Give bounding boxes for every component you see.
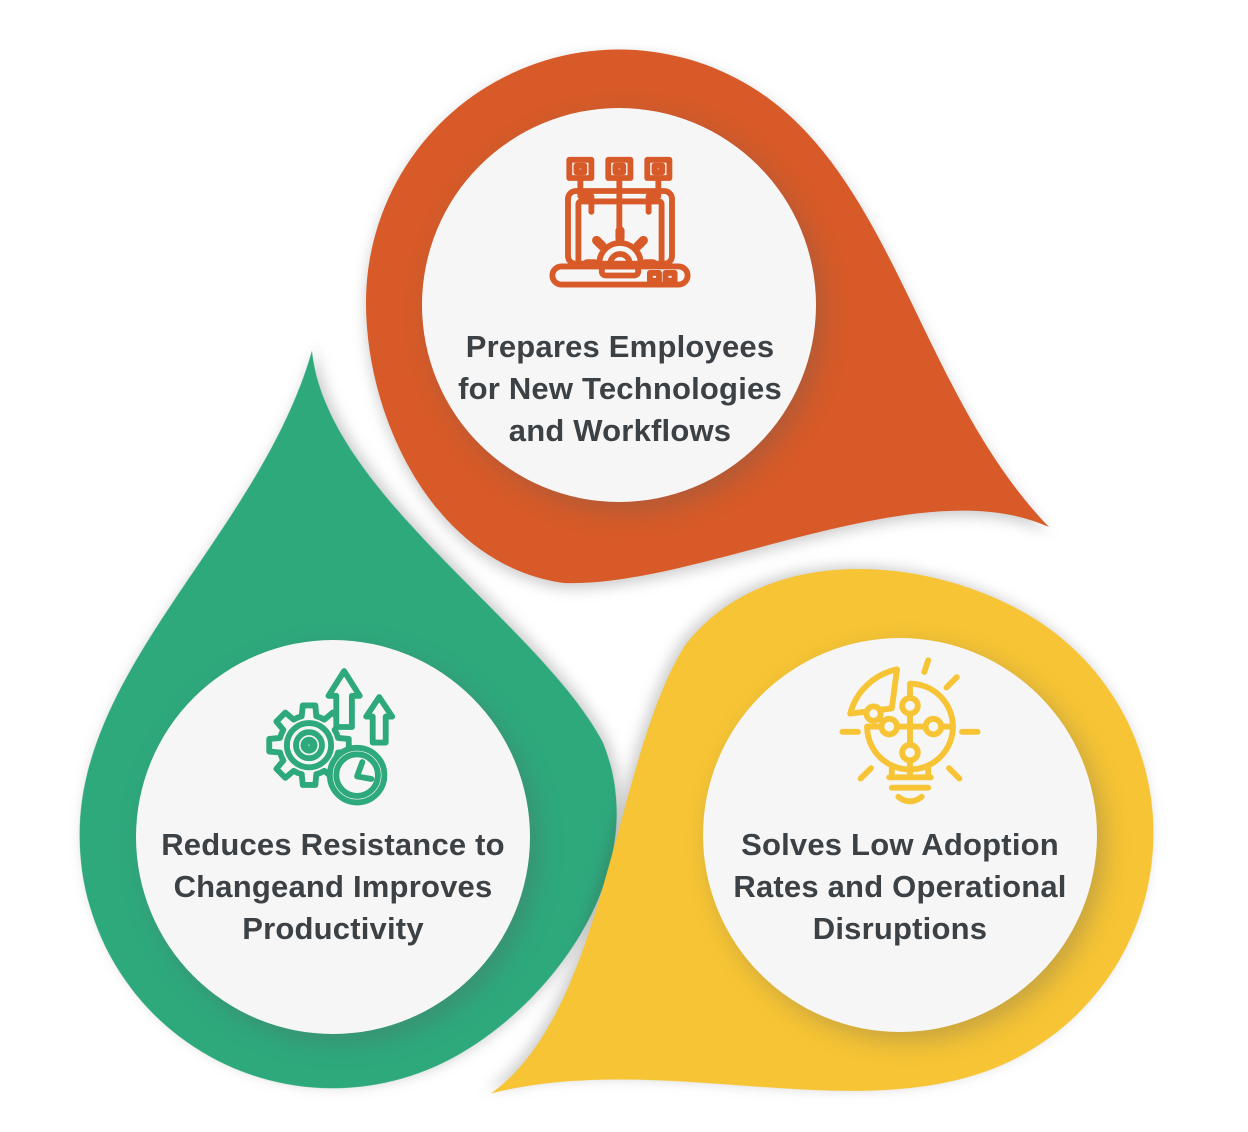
prepares-label: Prepares Employees for New Technologies … <box>388 326 852 452</box>
label-line: Solves Low Adoption <box>741 827 1059 862</box>
gear-arrows-clock-icon <box>266 668 396 806</box>
label-line: Changeand Improves <box>173 869 493 904</box>
label-line: Prepares Employees <box>465 329 775 364</box>
label-line: for New Technologies <box>458 371 782 406</box>
label-line: Reduces Resistance to <box>161 827 505 862</box>
puzzle-lightbulb-icon <box>839 657 981 805</box>
label-line: Productivity <box>242 911 424 946</box>
card-circle-right <box>703 638 1097 1032</box>
label-line: Rates and Operational <box>733 869 1067 904</box>
reduces-label: Reduces Resistance to Changeand Improves… <box>101 824 565 950</box>
card-circle-left <box>136 640 530 1034</box>
label-line: Disruptions <box>812 911 988 946</box>
card-circle-top <box>422 108 816 502</box>
laptop-gear-icon <box>549 156 691 288</box>
solves-label: Solves Low Adoption Rates and Operationa… <box>668 824 1132 950</box>
label-line: and Workflows <box>508 413 732 448</box>
